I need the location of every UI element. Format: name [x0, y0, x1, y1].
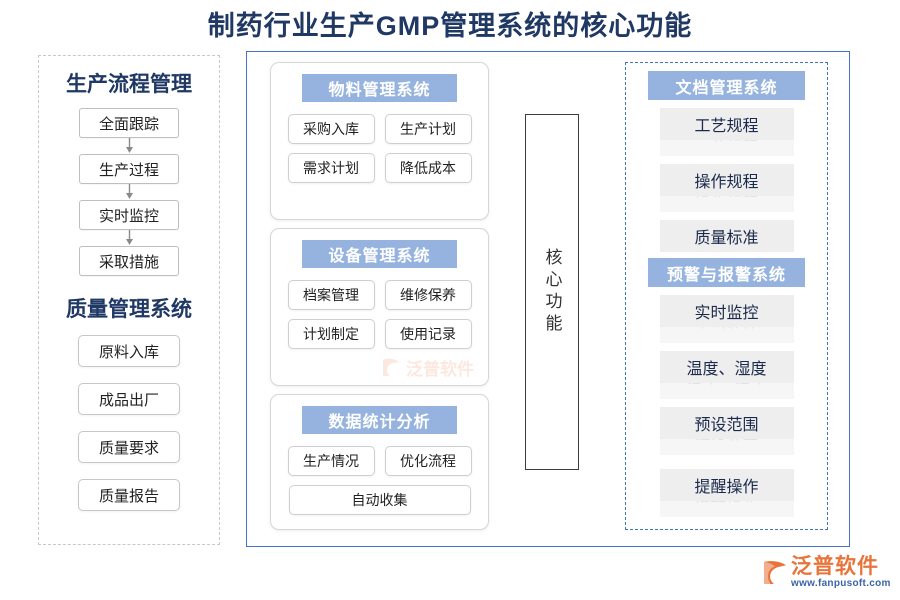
item-demand-plan[interactable]: 需求计划 — [287, 153, 375, 183]
right-item-wrap: 温度、湿度 温度、湿度 — [659, 351, 794, 399]
card-data-statistics: 数据统计分析 生产情况 优化流程 自动收集 — [270, 394, 489, 530]
page-title: 制药行业生产GMP管理系统的核心功能 — [207, 11, 693, 41]
flow-step-0[interactable]: 全面跟踪 — [79, 108, 179, 138]
flow-arrow-down-icon — [39, 230, 219, 246]
card-header-material-management: 物料管理系统 — [302, 74, 457, 102]
ghost-reflection: 提醒操作 — [659, 501, 794, 517]
core-function-label: 核心功能 — [542, 248, 562, 336]
item-optimize-process[interactable]: 优化流程 — [384, 446, 472, 476]
card-items-equipment-management: 档案管理 维修保养 计划制定 使用记录 — [271, 280, 488, 349]
spacer — [39, 415, 219, 431]
flow-step-2[interactable]: 实时监控 — [79, 200, 179, 230]
right-item-wrap: 工艺规程 工艺规程 — [659, 108, 794, 156]
panel-header-alarm-system: 预警与报警系统 — [648, 258, 805, 287]
card-header-equipment-management: 设备管理系统 — [302, 240, 457, 268]
alarm-item-reminder-operation[interactable]: 提醒操作 — [659, 469, 794, 501]
right-item-wrap: 实时监控 实时监控 — [659, 295, 794, 343]
card-header-data-statistics: 数据统计分析 — [302, 406, 457, 434]
section-heading-quality-management: 质量管理系统 — [66, 298, 192, 321]
flow-step-3[interactable]: 采取措施 — [79, 246, 179, 276]
card-equipment-management: 设备管理系统 档案管理 维修保养 计划制定 使用记录 — [270, 228, 489, 386]
ghost-reflection: 工艺规程 — [659, 140, 794, 156]
flow-arrow-down-icon — [39, 138, 219, 154]
item-cost-reduction[interactable]: 降低成本 — [384, 153, 472, 183]
ghost-reflection: 预设范围 — [659, 439, 794, 455]
card-material-management: 物料管理系统 采购入库 生产计划 需求计划 降低成本 — [270, 62, 489, 220]
item-maintenance[interactable]: 维修保养 — [384, 280, 472, 310]
quality-item-0[interactable]: 原料入库 — [78, 335, 180, 367]
right-item-wrap: 质量标准 — [659, 220, 794, 252]
spacer — [39, 367, 219, 383]
quality-item-1[interactable]: 成品出厂 — [78, 383, 180, 415]
ghost-reflection: 温度、湿度 — [659, 383, 794, 399]
company-logo: 泛普软件 www.fanpusoft.com — [762, 556, 891, 590]
card-items-material-management: 采购入库 生产计划 需求计划 降低成本 — [271, 114, 488, 183]
doc-item-operation-spec[interactable]: 操作规程 — [659, 164, 794, 196]
ghost-reflection: 实时监控 — [659, 327, 794, 343]
item-production-status[interactable]: 生产情况 — [287, 446, 375, 476]
right-item-wrap: 提醒操作 提醒操作 — [659, 469, 794, 517]
alarm-item-preset-range[interactable]: 预设范围 — [659, 407, 794, 439]
core-function-box: 核心功能 — [525, 114, 579, 470]
alarm-item-realtime-monitor[interactable]: 实时监控 — [659, 295, 794, 327]
right-item-wrap: 操作规程 操作规程 — [659, 164, 794, 212]
spacer — [626, 455, 827, 461]
item-production-plan[interactable]: 生产计划 — [384, 114, 472, 144]
logo-company-name: 泛普软件 — [791, 555, 879, 578]
card-items-data-statistics: 生产情况 优化流程 自动收集 — [271, 446, 488, 515]
item-archive-management[interactable]: 档案管理 — [287, 280, 375, 310]
item-plan-formulation[interactable]: 计划制定 — [287, 319, 375, 349]
item-auto-collection[interactable]: 自动收集 — [288, 485, 471, 515]
right-panel: 文档管理系统 工艺规程 工艺规程 操作规程 操作规程 质量标准 预警与报警系统 … — [625, 62, 828, 530]
flow-step-1[interactable]: 生产过程 — [79, 154, 179, 184]
quality-item-list: 原料入库 成品出厂 质量要求 质量报告 — [39, 335, 219, 511]
panel-header-document-management: 文档管理系统 — [648, 71, 805, 100]
doc-item-quality-standard[interactable]: 质量标准 — [659, 220, 794, 252]
fanpu-swoosh-icon — [764, 561, 786, 584]
spacer — [39, 463, 219, 479]
left-panel: 生产流程管理 全面跟踪 生产过程 实时监控 采取措施 质量管理系统 原料入库 成… — [38, 55, 220, 545]
quality-item-2[interactable]: 质量要求 — [78, 431, 180, 463]
item-purchase-inbound[interactable]: 采购入库 — [287, 114, 375, 144]
doc-item-process-spec[interactable]: 工艺规程 — [659, 108, 794, 140]
flow-arrow-down-icon — [39, 184, 219, 200]
ghost-reflection: 操作规程 — [659, 196, 794, 212]
alarm-item-temp-humidity[interactable]: 温度、湿度 — [659, 351, 794, 383]
right-item-wrap: 预设范围 预设范围 — [659, 407, 794, 455]
logo-website-url: www.fanpusoft.com — [791, 578, 891, 589]
production-flow-list: 全面跟踪 生产过程 实时监控 采取措施 — [39, 108, 219, 276]
logo-text-block: 泛普软件 www.fanpusoft.com — [791, 556, 891, 590]
item-usage-record[interactable]: 使用记录 — [384, 319, 472, 349]
quality-item-3[interactable]: 质量报告 — [78, 479, 180, 511]
section-heading-production-process: 生产流程管理 — [66, 73, 192, 96]
